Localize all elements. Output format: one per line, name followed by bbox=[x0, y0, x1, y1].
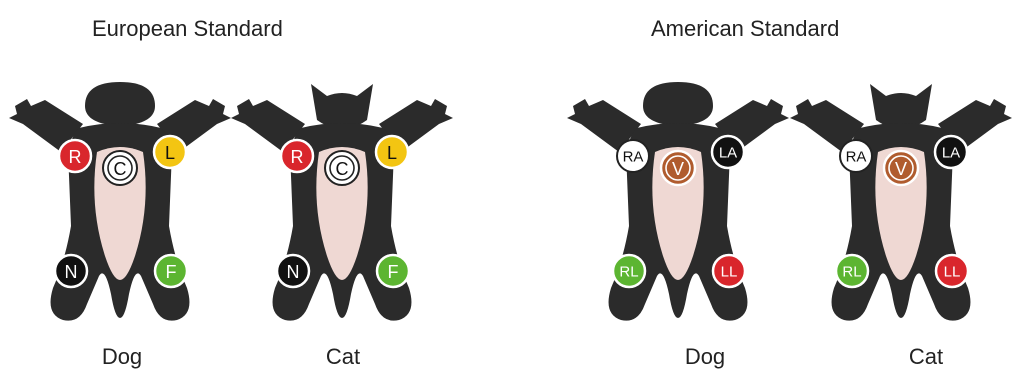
cat-head-icon bbox=[311, 84, 373, 129]
animal-figure-svg: RA V LA RL LL bbox=[786, 66, 1016, 331]
animal-figure-svg: R C L N F bbox=[5, 66, 235, 331]
electrode-c: C bbox=[103, 151, 137, 185]
electrode-ra: RA bbox=[840, 140, 872, 172]
electrode-label: RL bbox=[619, 264, 638, 281]
cat-head-icon bbox=[870, 84, 932, 129]
figure-2: RA V LA RL LL bbox=[563, 66, 793, 331]
electrode-l: L bbox=[154, 136, 186, 168]
electrode-label: LL bbox=[721, 264, 738, 281]
electrode-v: V bbox=[661, 151, 695, 185]
dog-head-icon bbox=[85, 82, 155, 126]
electrode-l: L bbox=[376, 136, 408, 168]
animal-figure-svg: R C L N F bbox=[227, 66, 457, 331]
electrode-label: F bbox=[166, 262, 177, 282]
caption-us-dog: Dog bbox=[645, 342, 765, 372]
caption-eu-dog: Dog bbox=[62, 342, 182, 372]
electrode-ra: RA bbox=[617, 140, 649, 172]
electrode-label: R bbox=[69, 147, 82, 167]
electrode-label: RA bbox=[623, 149, 644, 166]
electrode-r: R bbox=[59, 140, 91, 172]
electrode-label: F bbox=[388, 262, 399, 282]
electrode-f: F bbox=[155, 255, 187, 287]
electrode-label: C bbox=[114, 159, 127, 179]
electrode-label: L bbox=[387, 143, 397, 163]
electrode-rl: RL bbox=[836, 255, 868, 287]
figure-3: RA V LA RL LL bbox=[786, 66, 1016, 331]
electrode-label: N bbox=[287, 262, 300, 282]
electrode-rl: RL bbox=[613, 255, 645, 287]
figure-0: R C L N F bbox=[5, 66, 235, 331]
electrode-label: N bbox=[65, 262, 78, 282]
electrode-label: V bbox=[895, 159, 907, 179]
electrode-c: C bbox=[325, 151, 359, 185]
electrode-label: LA bbox=[942, 145, 960, 162]
electrode-label: C bbox=[336, 159, 349, 179]
electrode-label: V bbox=[672, 159, 684, 179]
caption-us-cat: Cat bbox=[866, 342, 986, 372]
electrode-label: LL bbox=[944, 264, 961, 281]
electrode-label: R bbox=[291, 147, 304, 167]
electrode-label: L bbox=[165, 143, 175, 163]
figure-1: R C L N F bbox=[227, 66, 457, 331]
animal-figure-svg: RA V LA RL LL bbox=[563, 66, 793, 331]
electrode-label: RL bbox=[842, 264, 861, 281]
dog-head-icon bbox=[643, 82, 713, 126]
electrode-la: LA bbox=[935, 136, 967, 168]
caption-eu-cat: Cat bbox=[283, 342, 403, 372]
electrode-v: V bbox=[884, 151, 918, 185]
electrode-ll: LL bbox=[713, 255, 745, 287]
electrode-label: RA bbox=[846, 149, 867, 166]
american-standard-heading: American Standard bbox=[651, 14, 839, 44]
electrode-la: LA bbox=[712, 136, 744, 168]
electrode-n: N bbox=[55, 255, 87, 287]
electrode-ll: LL bbox=[936, 255, 968, 287]
electrode-f: F bbox=[377, 255, 409, 287]
european-standard-heading: European Standard bbox=[92, 14, 283, 44]
electrode-n: N bbox=[277, 255, 309, 287]
electrode-r: R bbox=[281, 140, 313, 172]
electrode-label: LA bbox=[719, 145, 737, 162]
